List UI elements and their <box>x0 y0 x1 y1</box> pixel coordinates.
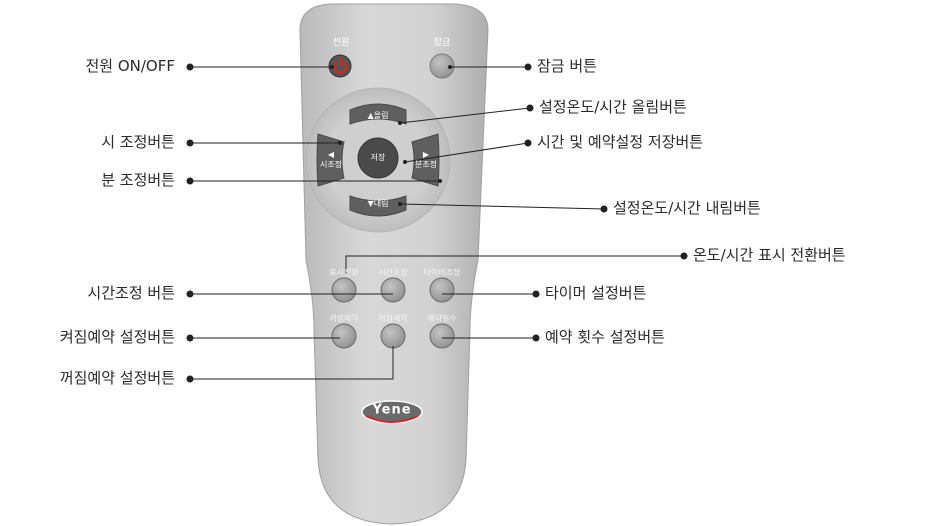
brand-logo: Yene <box>372 402 412 418</box>
callout-off-reserve: 꺼짐예약 설정버튼 <box>59 369 175 387</box>
dpad-center-label: 저장 <box>370 153 386 162</box>
callout-up: 설정온도/시간 올림버튼 <box>539 98 687 116</box>
callout-save: 시간 및 예약설정 저장버튼 <box>537 133 704 151</box>
dpad-right-button[interactable] <box>411 133 440 187</box>
timer-adjust-button[interactable] <box>429 277 455 303</box>
reserve-count-label: 예약횟수 <box>427 314 457 323</box>
time-adjust-button[interactable] <box>380 277 406 303</box>
callout-minute: 분 조정버튼 <box>101 171 175 189</box>
on-reserve-button[interactable] <box>331 323 357 349</box>
dpad-down-label: ▼내림 <box>367 199 389 208</box>
lock-label: 잠금 <box>433 38 451 48</box>
off-reserve-button[interactable] <box>380 323 406 349</box>
power-label: 전원 <box>332 38 350 48</box>
callout-timer: 타이머 설정버튼 <box>545 284 647 302</box>
callout-down: 설정온도/시간 내림버튼 <box>613 199 761 217</box>
dpad-center-button[interactable] <box>357 137 399 179</box>
callout-time-adjust: 시간조정 버튼 <box>87 284 175 302</box>
callout-hour: 시 조정버튼 <box>101 133 175 151</box>
dpad-left-button[interactable] <box>316 133 345 187</box>
on-reserve-label: 켜짐예약 <box>329 314 359 323</box>
display-toggle-button[interactable] <box>331 277 357 303</box>
callout-reserve-count: 예약 횟수 설정버튼 <box>545 328 665 346</box>
dpad-right-label: ▶ 분조정 <box>414 150 438 169</box>
off-reserve-label: 꺼짐예약 <box>378 314 408 323</box>
reserve-count-button[interactable] <box>429 323 455 349</box>
display-toggle-label: 표시전환 <box>329 268 359 277</box>
timer-adjust-label: 타이머조정 <box>423 268 461 277</box>
callout-display: 온도/시간 표시 전환버튼 <box>693 246 846 264</box>
dpad-left-label: ◀ 시조정 <box>319 150 343 169</box>
power-icon <box>333 58 347 74</box>
dpad <box>316 103 440 217</box>
dpad-down-button[interactable] <box>349 195 407 217</box>
callout-on-reserve: 켜짐예약 설정버튼 <box>59 328 175 346</box>
remote-body <box>299 3 489 525</box>
dpad-up-button[interactable] <box>349 103 407 125</box>
lock-button[interactable] <box>429 53 455 79</box>
callout-lines <box>186 63 688 383</box>
time-adjust-label: 시간조정 <box>378 268 408 277</box>
callout-lock: 잠금 버튼 <box>537 57 597 75</box>
dpad-up-label: ▲올림 <box>367 111 389 120</box>
callout-power: 전원 ON/OFF <box>85 57 175 75</box>
